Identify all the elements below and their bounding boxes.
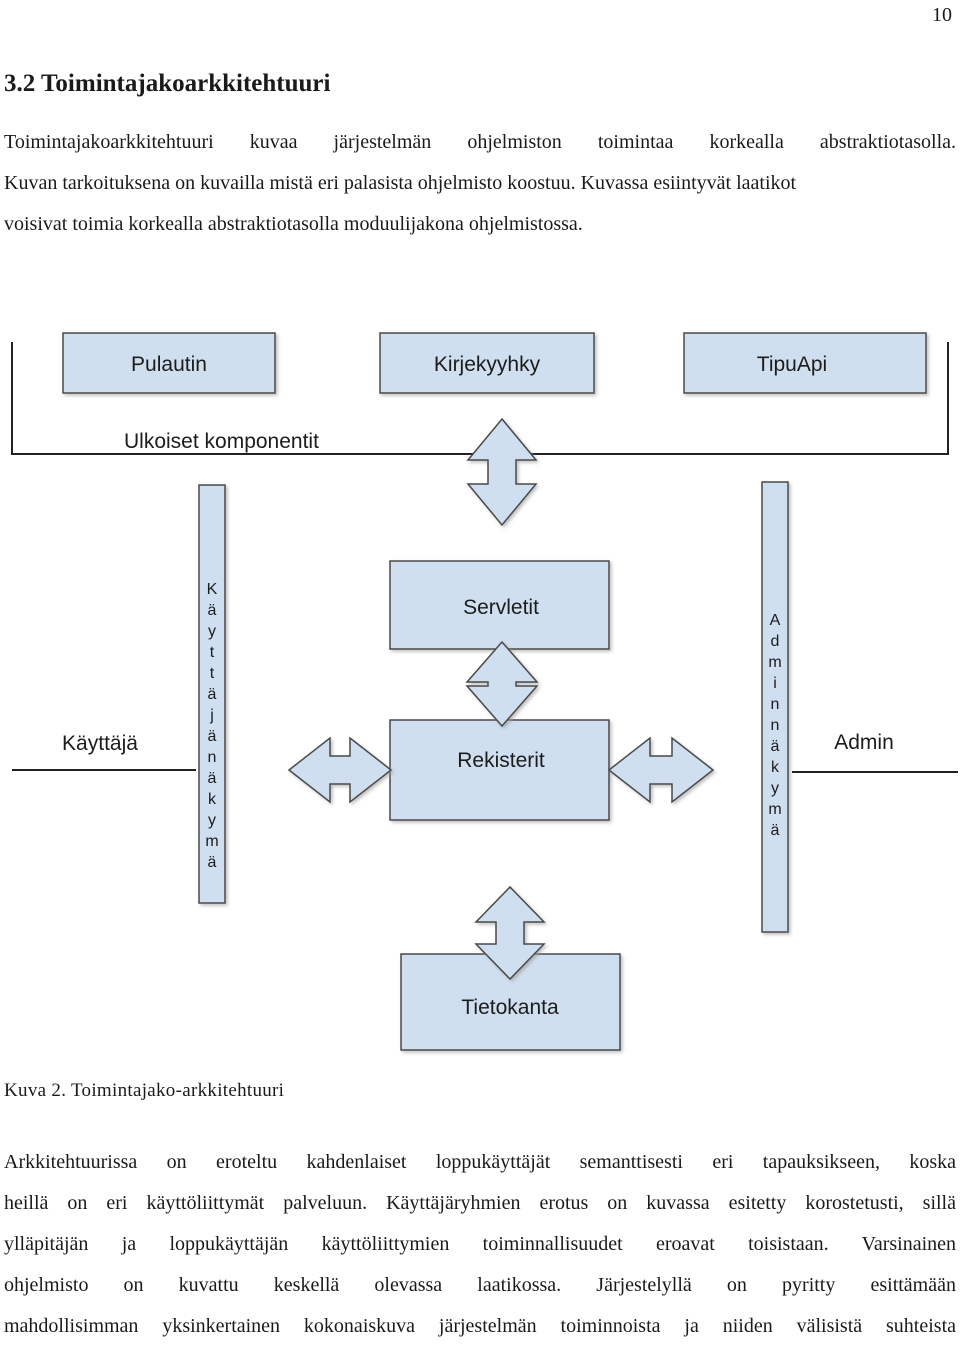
architecture-diagram: Pulautin Kirjekyyhky TipuApi Ulkoiset ko… bbox=[11, 332, 958, 1051]
tipuapi-label: TipuApi bbox=[757, 353, 827, 376]
registers-adminview-arrow bbox=[607, 736, 715, 804]
body-line: mahdollisimman yksinkertainen kokonaisku… bbox=[4, 1315, 956, 1337]
page-number: 10 bbox=[932, 4, 952, 26]
userview-registers-arrow bbox=[287, 736, 393, 804]
body-line: Arkkitehtuurissa on eroteltu kahdenlaise… bbox=[4, 1151, 956, 1173]
pulautin-label: Pulautin bbox=[131, 353, 207, 376]
external-group-label: Ulkoiset komponentit bbox=[124, 430, 319, 453]
tipuapi-box bbox=[683, 332, 927, 394]
servlets-box bbox=[389, 560, 610, 650]
body-line: heillä on eri käyttöliittymät palveluun.… bbox=[4, 1192, 956, 1214]
intro-line: voisivat toimia korkealla abstraktiotaso… bbox=[4, 213, 583, 235]
body-line: ylläpitäjän ja loppukäyttäjän käyttöliit… bbox=[4, 1233, 956, 1255]
body-line: ohjelmisto on kuvattu keskellä olevassa … bbox=[4, 1274, 956, 1296]
registers-database-arrow bbox=[474, 885, 546, 981]
admin-label: Admin bbox=[834, 731, 894, 754]
body-paragraph: Arkkitehtuurissa on eroteltu kahdenlaise… bbox=[4, 1142, 956, 1347]
pulautin-box bbox=[62, 332, 276, 394]
intro-line: Kuvan tarkoituksena on kuvailla mistä er… bbox=[4, 172, 797, 194]
admin-view-bar bbox=[761, 481, 789, 933]
section-heading: 3.2 Toimintajakoarkkitehtuuri bbox=[4, 70, 331, 97]
intro-line: Toimintajakoarkkitehtuuri kuvaa järjeste… bbox=[4, 131, 956, 153]
database-label: Tietokanta bbox=[461, 996, 559, 1019]
user-view-bar bbox=[198, 484, 226, 904]
servlets-registers-arrow bbox=[465, 640, 539, 728]
kirjekyyhky-label: Kirjekyyhky bbox=[434, 353, 541, 376]
intro-paragraph: Toimintajakoarkkitehtuuri kuvaa järjeste… bbox=[4, 122, 956, 245]
kirjekyyhky-box bbox=[379, 332, 595, 394]
figure-caption: Kuva 2. Toimintajako-arkkitehtuuri bbox=[4, 1080, 285, 1101]
servlets-label: Servletit bbox=[463, 596, 539, 619]
user-label: Käyttäjä bbox=[62, 732, 138, 755]
external-servlets-arrow bbox=[466, 417, 538, 527]
registers-label: Rekisterit bbox=[457, 749, 545, 772]
